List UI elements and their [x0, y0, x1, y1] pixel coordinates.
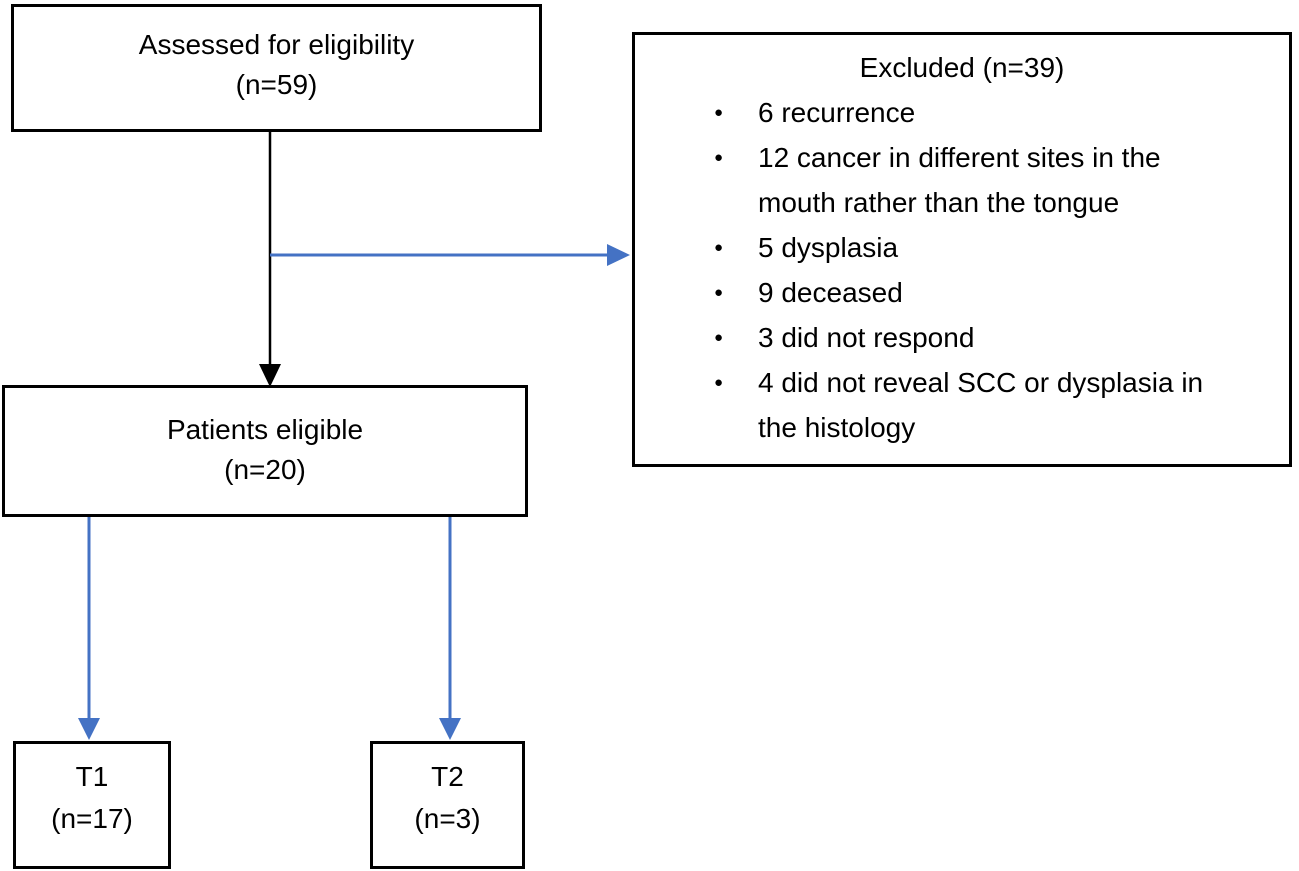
- eligible-label: Patients eligible: [166, 414, 364, 445]
- arrowhead-to-eligible-icon: [259, 364, 281, 387]
- t2-count: (n=3): [414, 803, 481, 834]
- arrowhead-to-t1-icon: [78, 718, 100, 740]
- excluded-box: Excluded (n=39) 6 recurrence12 cancer in…: [632, 32, 1292, 467]
- assessed-count: (n=59): [235, 69, 318, 100]
- assessed-box: Assessed for eligibility (n=59): [11, 4, 542, 132]
- assessed-label: Assessed for eligibility: [138, 29, 415, 60]
- excluded-reason: 9 deceased: [714, 270, 1218, 315]
- t1-box: T1 (n=17): [13, 741, 171, 869]
- excluded-reason: 3 did not respond: [714, 315, 1218, 360]
- excluded-title: Excluded (n=39): [859, 52, 1065, 83]
- t1-label: T1: [75, 761, 109, 792]
- excluded-reason: 4 did not reveal SCC or dysplasia in the…: [714, 360, 1218, 450]
- excluded-reasons-list: 6 recurrence12 cancer in different sites…: [635, 90, 1218, 450]
- arrowhead-to-t2-icon: [439, 718, 461, 740]
- excluded-reason: 12 cancer in different sites in the mout…: [714, 135, 1218, 225]
- t2-label: T2: [431, 761, 464, 792]
- t2-box: T2 (n=3): [370, 741, 525, 869]
- excluded-reason: 6 recurrence: [714, 90, 1218, 135]
- eligible-count: (n=20): [224, 454, 306, 485]
- arrowhead-to-excluded-icon: [607, 244, 630, 266]
- eligible-box: Patients eligible (n=20): [2, 385, 528, 517]
- t1-count: (n=17): [51, 803, 133, 834]
- excluded-reason: 5 dysplasia: [714, 225, 1218, 270]
